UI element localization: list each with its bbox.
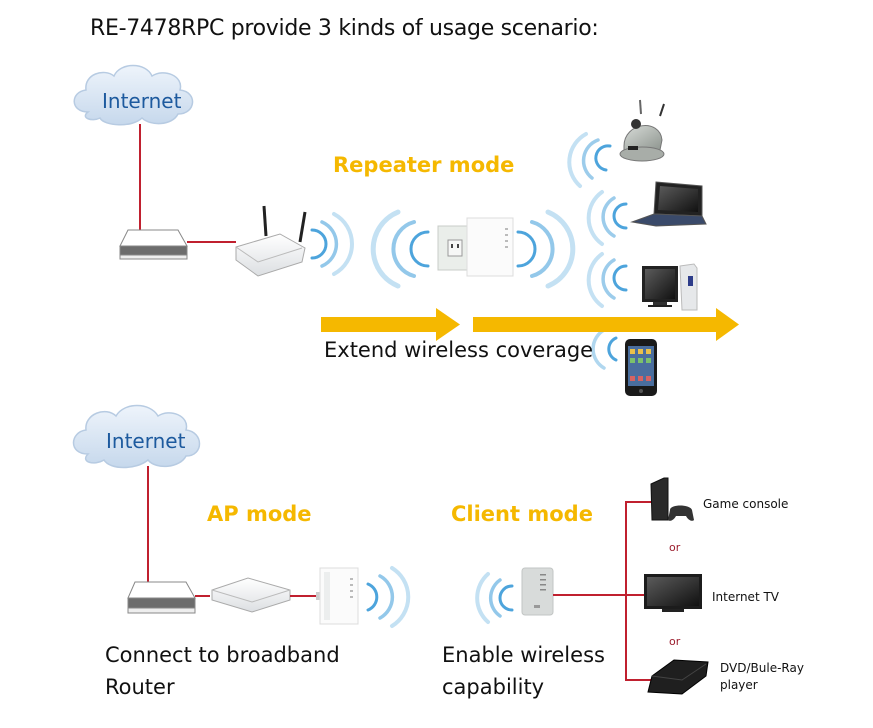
cable-line: [553, 501, 654, 681]
client-mode-label: Client mode: [451, 502, 593, 526]
repeater-icon: [316, 567, 359, 625]
repeater-caption: Extend wireless coverage: [324, 338, 594, 362]
dvd-player-icon: [647, 659, 709, 695]
repeater-mode-label: Repeater mode: [333, 153, 515, 177]
internet-cloud-label: Internet: [102, 89, 182, 113]
dvd-player-label: DVD/Bule-Ray player: [720, 660, 804, 694]
dvd-player-label-line1: DVD/Bule-Ray: [720, 661, 804, 675]
wireless-signal-icon: [586, 190, 628, 246]
laptop-icon: [630, 181, 707, 227]
desktop-pc-icon: [642, 263, 698, 311]
wireless-router-icon: [235, 205, 307, 277]
internet-tv-icon: [644, 574, 702, 612]
ap-mode-label: AP mode: [207, 502, 312, 526]
smartphone-icon: [625, 339, 657, 396]
dvd-player-label-line2: player: [720, 678, 758, 692]
or-label: or: [669, 541, 681, 554]
modem-icon: [119, 229, 188, 260]
game-console-label: Game console: [703, 497, 789, 511]
client-adapter-icon: [521, 567, 554, 616]
ap-caption-line2: Router: [105, 675, 175, 699]
internet-tv-label: Internet TV: [712, 590, 780, 604]
or-label: or: [669, 635, 681, 648]
coverage-arrow: [321, 308, 460, 341]
internet-cloud-label: Internet: [106, 429, 186, 453]
coverage-arrow: [473, 308, 739, 341]
page-title: RE-7478RPC provide 3 kinds of usage scen…: [90, 16, 599, 41]
ap-caption-line1: Connect to broadband: [105, 643, 340, 667]
ip-camera-icon: [619, 99, 665, 162]
wireless-signal-icon: [586, 252, 628, 308]
client-caption-line2: capability: [442, 675, 545, 699]
internet-cloud-icon: [73, 64, 194, 126]
broadband-router-icon: [211, 577, 291, 613]
game-console-icon: [650, 477, 694, 521]
wireless-signal-icon: [366, 566, 411, 628]
internet-cloud-icon: [72, 404, 201, 469]
wireless-signal-icon: [370, 209, 430, 289]
client-caption: Enable wireless capability: [442, 639, 605, 703]
wireless-signal-icon: [475, 572, 514, 624]
ap-caption: Connect to broadband Router: [105, 639, 340, 703]
client-caption-line1: Enable wireless: [442, 643, 605, 667]
repeater-icon: [437, 217, 514, 277]
wireless-signal-icon: [310, 212, 354, 276]
wireless-signal-icon: [516, 209, 576, 289]
modem-icon: [127, 581, 196, 614]
wireless-signal-icon: [567, 132, 612, 188]
wireless-signal-icon: [591, 328, 618, 370]
